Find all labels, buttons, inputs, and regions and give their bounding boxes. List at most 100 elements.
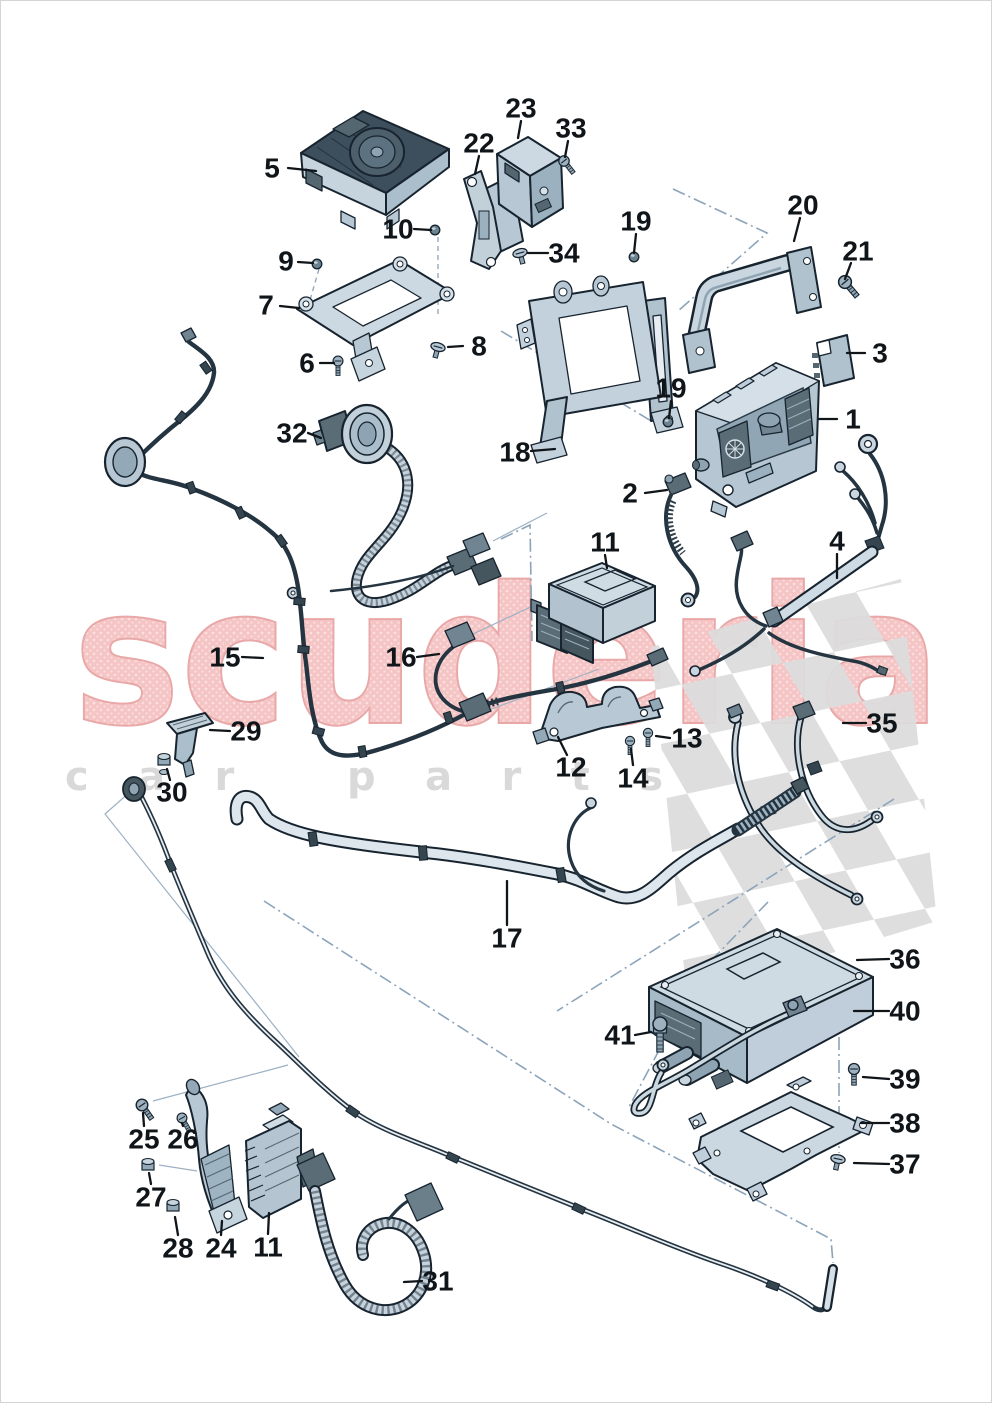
callout-28: 28	[162, 1233, 193, 1264]
callout-34: 34	[548, 238, 580, 269]
leader-line-31	[402, 1279, 424, 1284]
callout-21: 21	[842, 236, 873, 267]
leader-line-18	[529, 447, 557, 453]
bolt-41	[652, 1016, 668, 1053]
callout-19: 19	[620, 206, 651, 237]
callout-15: 15	[209, 642, 240, 673]
leader-line-5	[286, 166, 318, 173]
part-31-corrugated-harness	[296, 1152, 444, 1317]
callout-16: 16	[385, 642, 416, 673]
callout-18: 18	[499, 437, 530, 468]
leader-line-22	[473, 154, 481, 176]
part-2-sensor-cable	[664, 472, 700, 608]
screw-37	[828, 1152, 847, 1172]
callout-11: 11	[590, 527, 620, 558]
callout-4: 4	[829, 526, 845, 557]
fasteners	[133, 153, 863, 1212]
leader-line-32	[306, 431, 323, 440]
part-40-ground-cable	[630, 995, 808, 1117]
callout-41: 41	[604, 1020, 635, 1051]
callout-26: 26	[167, 1124, 198, 1155]
watermark: scuderia car parts	[65, 546, 942, 997]
callout-39: 39	[889, 1064, 920, 1095]
leader-line-11	[266, 1211, 271, 1236]
leader-line-41	[633, 1030, 653, 1037]
part-7-mounting-bracket	[296, 256, 455, 382]
callout-13: 13	[671, 723, 702, 754]
part-4-wiring-harness	[689, 433, 889, 677]
part-17-main-cable	[229, 776, 810, 905]
leader-line-9	[296, 260, 315, 265]
callout-23: 23	[505, 93, 536, 124]
leader-line-12	[556, 735, 569, 757]
callout-20: 20	[787, 190, 818, 221]
callout-2: 2	[622, 478, 638, 509]
part-1-power-control-unit	[692, 362, 820, 518]
leader-line-26	[180, 1121, 185, 1128]
callout-38: 38	[889, 1108, 920, 1139]
part-36-charger-unit	[648, 928, 874, 1090]
construction-lines	[104, 188, 895, 1264]
nut-28	[166, 1198, 180, 1212]
part-12-bracket	[532, 685, 664, 745]
part-35-battery-cables	[726, 700, 884, 906]
leader-line-10	[412, 227, 433, 232]
leader-line-28	[173, 1215, 180, 1237]
callout-37: 37	[889, 1149, 920, 1180]
callout-3: 3	[872, 338, 888, 369]
callout-12: 12	[555, 752, 586, 783]
callout-30: 30	[156, 777, 187, 808]
leader-line-39	[861, 1075, 891, 1081]
leader-line-13	[654, 734, 672, 740]
screw-6	[332, 355, 344, 377]
part-11-ecu-finned	[244, 1102, 320, 1219]
callout-7: 7	[258, 290, 274, 321]
callout-36: 36	[889, 944, 920, 975]
callout-1: 1	[845, 404, 861, 435]
leader-line-37	[852, 1161, 891, 1166]
leader-line-23	[516, 119, 523, 140]
part-23-control-unit	[496, 136, 564, 228]
leader-line-33	[563, 139, 570, 159]
callout-19: 19	[655, 373, 686, 404]
callout-11: 11	[253, 1232, 283, 1263]
leader-line-29	[208, 728, 232, 733]
leader-line-19	[667, 399, 673, 420]
leader-line-20	[792, 216, 802, 243]
callout-32: 32	[276, 418, 307, 449]
part-24-bracket	[185, 1078, 248, 1234]
part-20-handle	[682, 246, 822, 374]
part-11-control-unit	[530, 562, 656, 664]
leader-line-11	[603, 553, 609, 570]
callout-10: 10	[382, 214, 413, 245]
callout-6: 6	[299, 348, 315, 379]
part-17-thin-cable-run	[122, 776, 838, 1313]
callout-8: 8	[471, 331, 487, 362]
leader-line-21	[843, 261, 853, 281]
nut-27	[141, 1157, 155, 1171]
leader-line-36	[855, 957, 891, 962]
part-18-support-bracket	[516, 275, 684, 464]
leader-line-8	[446, 344, 465, 349]
part-16-jumper-cable	[433, 621, 492, 722]
part-5-control-module	[300, 110, 450, 230]
callout-35: 35	[866, 708, 897, 739]
callout-9: 9	[278, 246, 294, 277]
screw-9	[311, 258, 323, 270]
callout-24: 24	[205, 1233, 237, 1264]
callout-40: 40	[889, 996, 920, 1027]
part-38-mounting-plate	[688, 1076, 874, 1202]
screw-39	[847, 1062, 861, 1086]
leader-line-7	[278, 304, 301, 310]
leader-line-15	[240, 655, 265, 660]
part-3-cover	[812, 334, 855, 387]
callout-5: 5	[264, 153, 280, 184]
callout-17: 17	[491, 923, 522, 954]
screw-8	[427, 340, 447, 361]
leader-line-27	[147, 1171, 153, 1186]
callout-29: 29	[230, 716, 261, 747]
callout-25: 25	[128, 1124, 159, 1155]
leader-line-25	[141, 1111, 146, 1128]
